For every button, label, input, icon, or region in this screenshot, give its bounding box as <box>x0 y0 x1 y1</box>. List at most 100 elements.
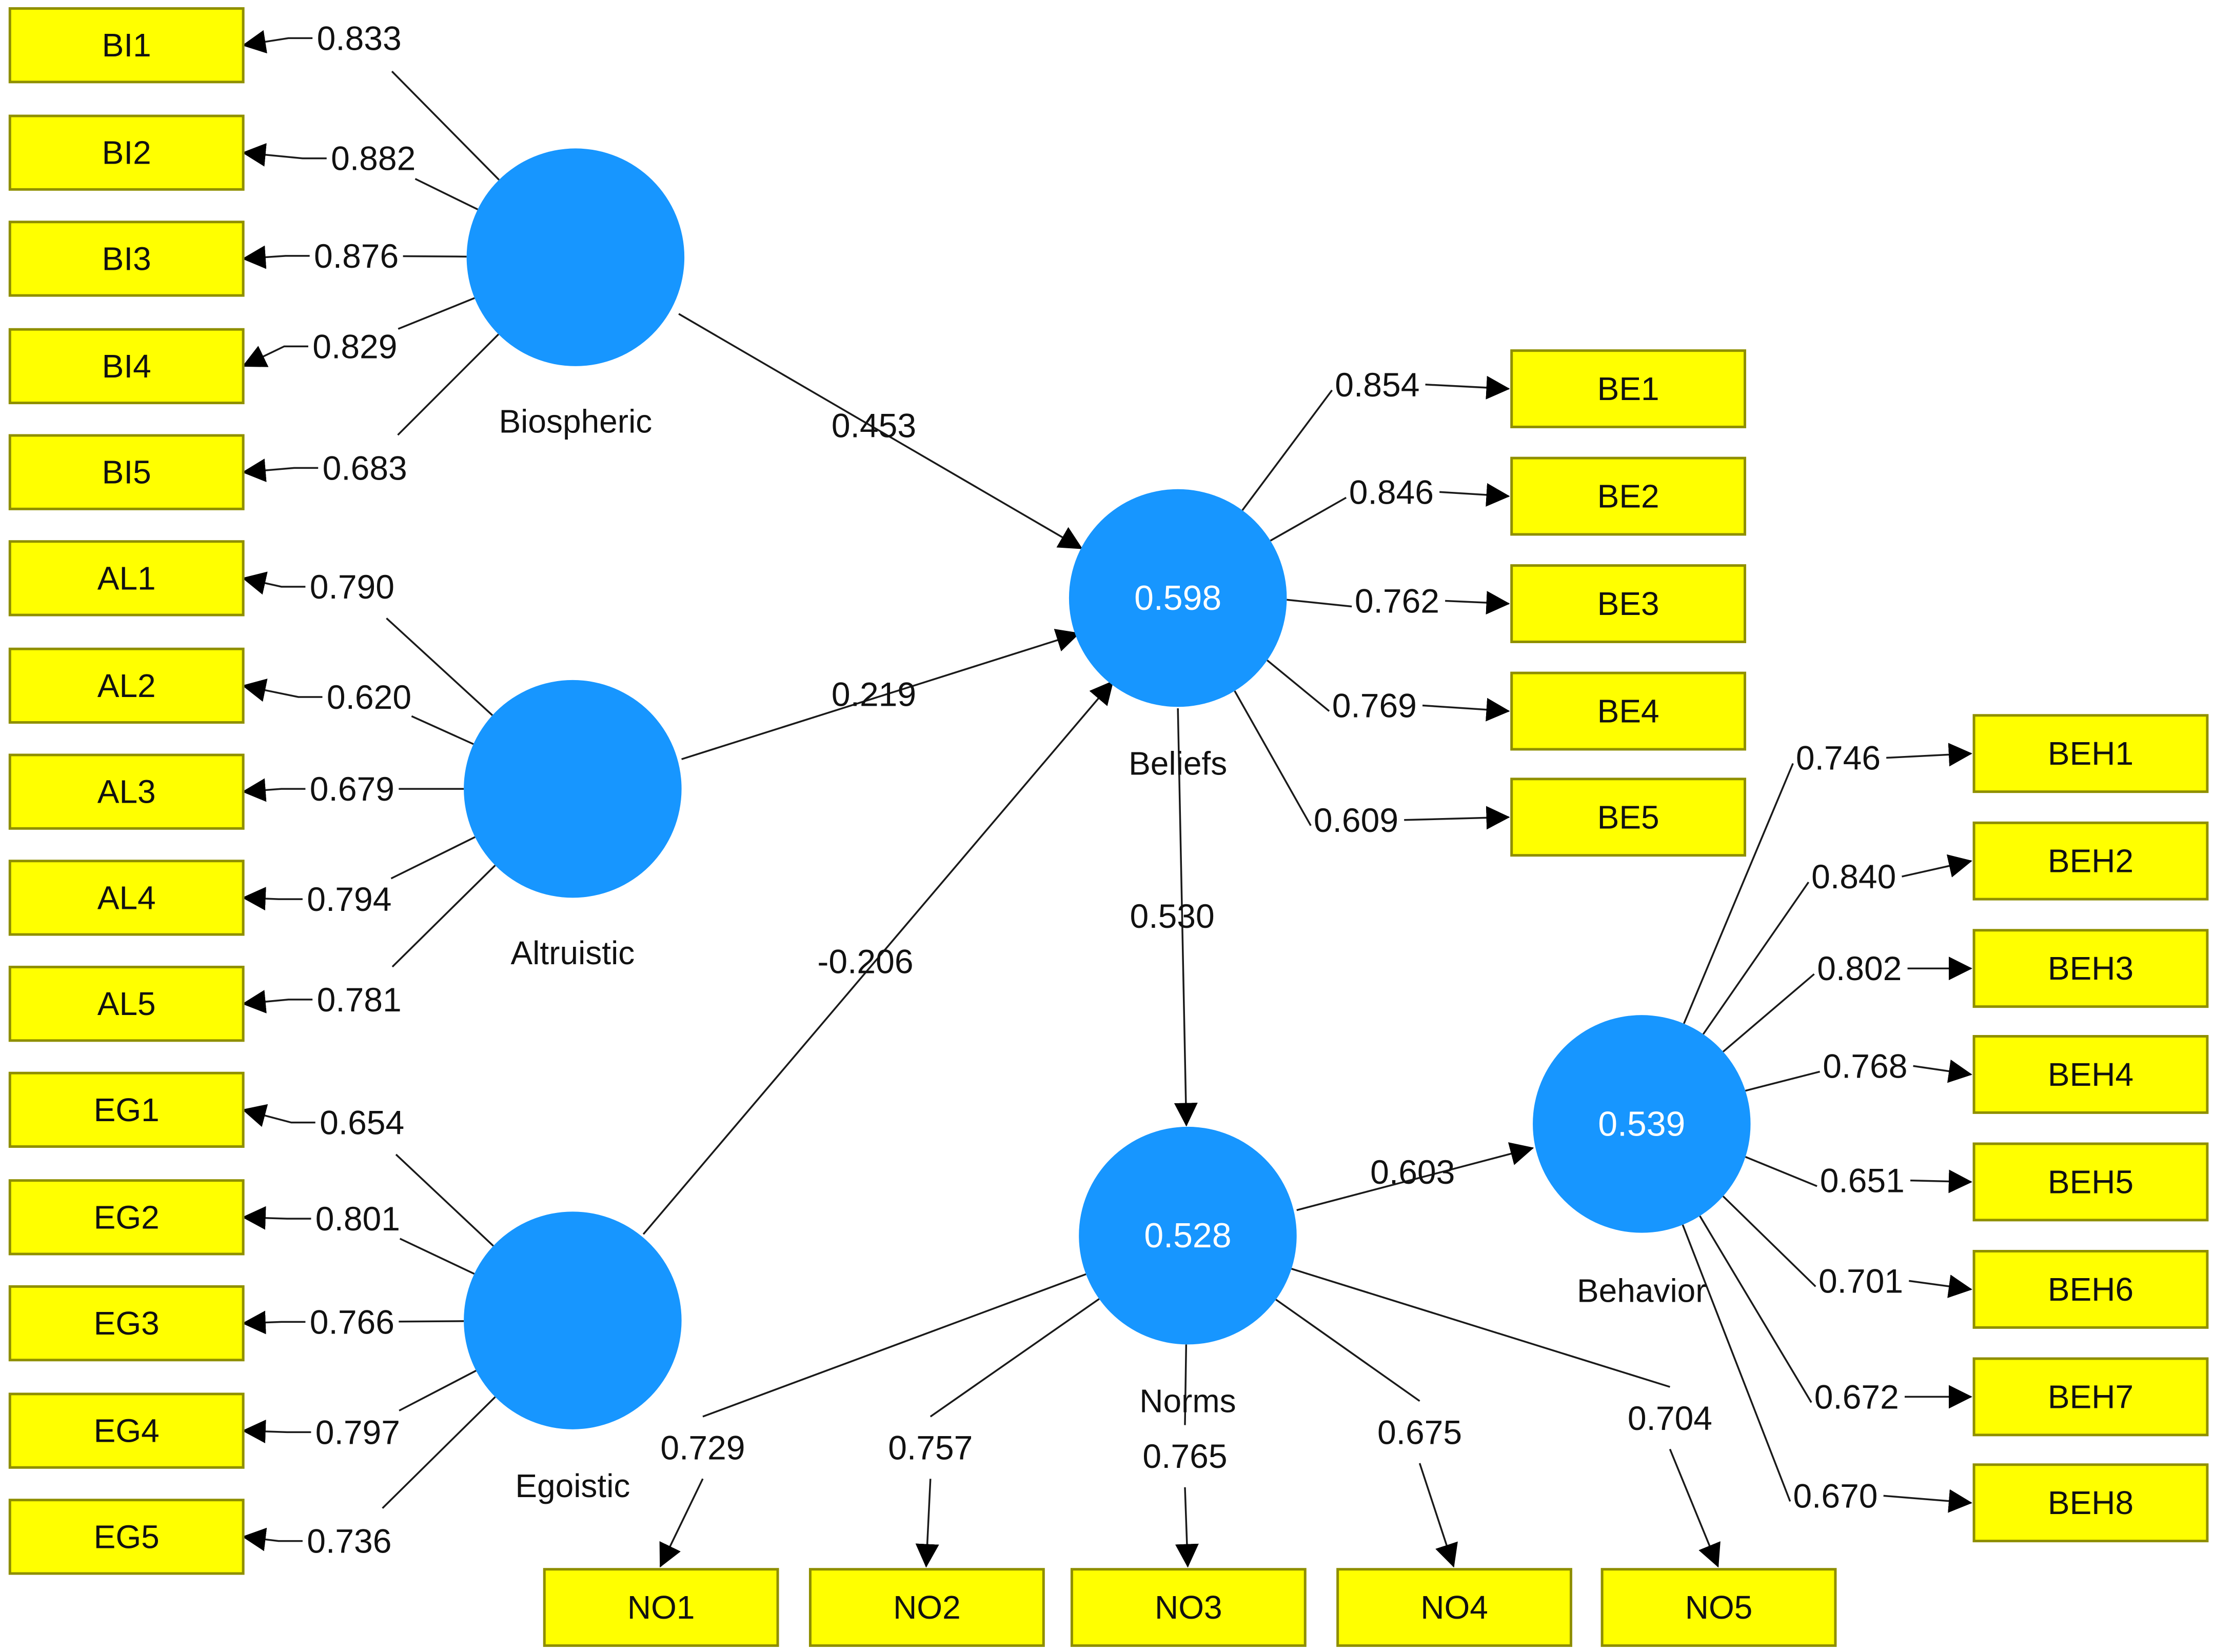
loading-arrow <box>242 459 319 482</box>
indicator-beh7[interactable] <box>1972 1357 2209 1437</box>
indicator-eg4-label: EG4 <box>94 1412 160 1449</box>
indicator-beh1[interactable] <box>1972 714 2209 793</box>
path-coef-altruistic_beliefs: 0.219 <box>832 675 916 713</box>
loading-bi5: 0.683 <box>323 449 407 487</box>
loading-arrow <box>1418 1463 1458 1568</box>
loading-be3: 0.762 <box>1355 582 1439 620</box>
indicator-bi2-label: BI2 <box>102 134 151 171</box>
loading-arrow <box>242 990 313 1013</box>
indicator-beh2[interactable] <box>1972 821 2209 901</box>
indicator-bi4[interactable] <box>8 328 245 405</box>
loading-arrow <box>1910 1169 1972 1193</box>
indicator-eg5-label: EG5 <box>94 1518 160 1555</box>
indicator-beh5[interactable] <box>1972 1142 2209 1222</box>
indicator-eg3-label: EG3 <box>94 1305 160 1342</box>
loading-line <box>1184 1344 1188 1425</box>
loading-beh7: 0.672 <box>1814 1378 1899 1416</box>
loading-line <box>397 333 500 436</box>
indicator-no3[interactable] <box>1070 1568 1307 1647</box>
indicator-eg1[interactable] <box>8 1071 245 1148</box>
construct-egoistic[interactable] <box>464 1211 682 1429</box>
indicator-beh1-label: BEH1 <box>2048 735 2133 772</box>
loading-line <box>1275 1299 1420 1402</box>
loading-line <box>391 864 496 968</box>
loading-arrow <box>242 1310 306 1335</box>
indicator-al3[interactable] <box>8 753 245 830</box>
loading-line <box>403 255 467 258</box>
indicator-eg5[interactable] <box>8 1499 245 1575</box>
path-coef-norms_behavior: 0.603 <box>1370 1153 1455 1191</box>
loading-line <box>1722 973 1815 1052</box>
loading-beh5: 0.651 <box>1820 1162 1905 1200</box>
construct-altruistic[interactable] <box>464 680 682 898</box>
indicator-beh5-label: BEH5 <box>2048 1163 2133 1200</box>
indicator-eg4[interactable] <box>8 1392 245 1469</box>
indicator-no2[interactable] <box>808 1568 1045 1647</box>
indicator-bi5[interactable] <box>8 434 245 510</box>
loading-no3: 0.765 <box>1142 1437 1227 1475</box>
loading-line <box>1234 690 1312 826</box>
r-squared-behavior: 0.539 <box>1598 1104 1685 1143</box>
indicator-be2[interactable] <box>1510 456 1747 536</box>
loading-line <box>1683 763 1794 1024</box>
indicator-al1[interactable] <box>8 540 245 616</box>
loading-eg4: 0.797 <box>315 1413 400 1451</box>
indicator-al4[interactable] <box>8 860 245 936</box>
indicator-be4[interactable] <box>1510 671 1747 751</box>
loading-line <box>1241 389 1333 511</box>
indicator-bi2[interactable] <box>8 114 245 191</box>
loading-arrow <box>242 1206 311 1230</box>
construct-beliefs[interactable] <box>1069 489 1287 707</box>
indicator-bi3[interactable] <box>8 221 245 297</box>
indicator-eg3[interactable] <box>8 1285 245 1362</box>
indicator-no5[interactable] <box>1600 1568 1837 1647</box>
loading-arrow <box>242 143 327 167</box>
loading-arrow <box>242 30 313 54</box>
indicator-al4-label: AL4 <box>97 879 156 916</box>
loading-line <box>399 1238 475 1275</box>
loading-line <box>1745 1070 1821 1092</box>
loading-be2: 0.846 <box>1349 473 1434 511</box>
indicator-bi1[interactable] <box>8 7 245 84</box>
loading-arrow <box>1404 806 1510 830</box>
indicator-beh8[interactable] <box>1972 1463 2209 1543</box>
indicator-be1[interactable] <box>1510 349 1747 428</box>
indicator-no2-label: NO2 <box>893 1589 961 1626</box>
indicator-al5-label: AL5 <box>97 985 156 1022</box>
path-coef-beliefs_norms: 0.530 <box>1130 897 1215 935</box>
construct-behavior[interactable] <box>1533 1015 1751 1233</box>
nodes-layer <box>8 7 2209 1647</box>
indicator-beh8-label: BEH8 <box>2048 1484 2133 1521</box>
path-biospheric_beliefs <box>678 313 1083 550</box>
indicator-be3[interactable] <box>1510 564 1747 643</box>
loading-line <box>1291 1268 1670 1388</box>
indicator-al2[interactable] <box>8 647 245 724</box>
construct-name-norms: Norms <box>1139 1383 1236 1420</box>
indicator-bi4-label: BI4 <box>102 348 151 385</box>
loading-no1: 0.729 <box>660 1429 745 1467</box>
indicator-al1-label: AL1 <box>97 560 156 596</box>
construct-biospheric[interactable] <box>466 148 685 366</box>
construct-norms[interactable] <box>1079 1126 1297 1345</box>
loading-al1: 0.790 <box>310 568 394 606</box>
construct-name-beliefs: Beliefs <box>1129 745 1227 782</box>
indicator-al5[interactable] <box>8 965 245 1042</box>
indicator-beh6[interactable] <box>1972 1250 2209 1329</box>
loading-arrow <box>1669 1448 1721 1568</box>
indicator-no4[interactable] <box>1336 1568 1572 1647</box>
indicator-beh7-label: BEH7 <box>2048 1378 2133 1415</box>
loading-line <box>399 1320 464 1323</box>
indicator-beh4[interactable] <box>1972 1035 2209 1114</box>
loading-line <box>390 836 476 880</box>
indicator-no1[interactable] <box>543 1568 779 1647</box>
indicator-be5[interactable] <box>1510 778 1747 857</box>
loading-arrow <box>242 679 323 702</box>
loading-arrow <box>1902 854 1972 878</box>
loading-arrow <box>1445 591 1510 615</box>
construct-name-behavior: Behavior <box>1577 1272 1707 1309</box>
indicator-eg2[interactable] <box>8 1179 245 1256</box>
loading-no5: 0.704 <box>1628 1399 1712 1437</box>
indicator-beh3[interactable] <box>1972 929 2209 1008</box>
loading-arrow <box>242 571 306 595</box>
loading-bi1: 0.833 <box>317 19 402 57</box>
